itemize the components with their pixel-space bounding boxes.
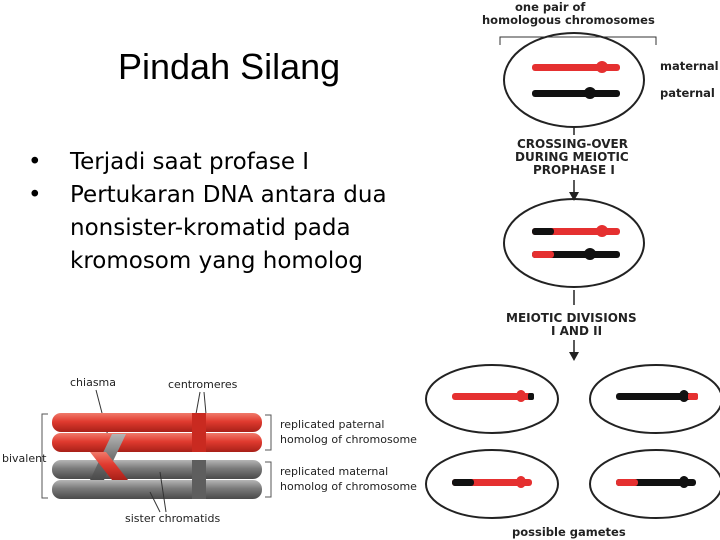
bullet-item: • Terjadi saat profase I (28, 146, 448, 179)
footer-possible-gametes: possible gametes (512, 525, 626, 539)
label-maternal-homolog-2: homolog of chromosome (280, 480, 417, 493)
centromere-paternal (192, 413, 206, 452)
bracket-maternal (265, 461, 272, 498)
chromosome-paternal (532, 90, 620, 97)
crossover-red-arm (90, 452, 128, 480)
chromatid-paternal-1 (52, 413, 262, 432)
gamete-cell-3 (425, 449, 559, 519)
pointer-sister-2 (159, 471, 167, 513)
gamete-1-chromosome (452, 393, 532, 400)
step1-line-2: DURING MEIOTIC (515, 150, 629, 164)
arrow-2-head-icon (569, 192, 579, 201)
arrow-4-head-icon (569, 352, 579, 361)
cell-after-crossover (503, 198, 645, 288)
gamete-1-black-tip (528, 393, 534, 400)
slide-title: Pindah Silang (118, 46, 341, 87)
meiosis-crossing-over-diagram: one pair of homologous chromosomes mater… (425, 0, 720, 539)
gamete-3-centromere (516, 476, 526, 488)
gamete-2-chromosome (616, 393, 696, 400)
gamete-4-red-arm (616, 479, 638, 486)
gamete-3-black-arm (452, 479, 474, 486)
bullet-list: • Terjadi saat profase I • Pertukaran DNA … (28, 146, 448, 278)
bracket-paternal (265, 414, 272, 451)
centromere-recombinant-1 (596, 225, 608, 237)
bullet-dot-icon: • (28, 182, 42, 208)
label-sister-chromatids: sister chromatids (125, 512, 220, 525)
step2-line-1: MEIOTIC DIVISIONS (506, 311, 637, 325)
header-line-2: homologous chromosomes (482, 13, 655, 27)
gamete-4-centromere (679, 476, 689, 488)
bullet-text: Terjadi saat profase I (70, 149, 310, 175)
bullet-text: Pertukaran DNA antara dua nonsister-krom… (70, 182, 387, 274)
label-paternal: paternal (660, 86, 715, 100)
pointer-centromere-2 (203, 391, 207, 415)
chromosome-recombinant-2 (532, 251, 620, 258)
chromatid-paternal-2 (52, 433, 262, 452)
label-paternal-homolog-2: homolog of chromosome (280, 433, 417, 446)
chromosome-recombinant-1-black-tip (532, 228, 554, 235)
step1-line-1: CROSSING-OVER (517, 137, 628, 151)
pointer-sister (149, 491, 161, 513)
label-chiasma: chiasma (70, 376, 116, 389)
gamete-2-red-tip (688, 393, 698, 400)
gamete-cell-4 (589, 449, 720, 519)
label-centromeres: centromeres (168, 378, 238, 391)
bullet-dot-icon: • (28, 149, 42, 175)
gamete-2-centromere (679, 390, 689, 402)
label-bivalent: bivalent (2, 452, 47, 465)
gamete-cell-2 (589, 364, 720, 434)
step2-line-2: I AND II (551, 324, 602, 338)
bullet-item: • Pertukaran DNA antara dua nonsister-kro… (28, 179, 448, 278)
centromere-maternal (192, 460, 206, 499)
label-maternal-homolog-1: replicated maternal (280, 465, 388, 478)
bracket-bivalent (41, 413, 48, 499)
chromatid-maternal-1 (52, 460, 262, 479)
cell-homologous-pair (503, 32, 645, 128)
centromere-paternal-top (584, 87, 596, 99)
step1-line-3: PROPHASE I (533, 163, 615, 177)
header-bracket (499, 36, 657, 45)
centromere-maternal-top (596, 61, 608, 73)
gamete-cell-1 (425, 364, 559, 434)
gamete-1-centromere (516, 390, 526, 402)
bivalent-diagram: chiasma centromeres bivalent replicated … (2, 376, 417, 525)
centromere-recombinant-2 (584, 248, 596, 260)
label-paternal-homolog-1: replicated paternal (280, 418, 384, 431)
label-maternal: maternal (660, 59, 719, 73)
pointer-centromere-1 (195, 391, 201, 415)
header-line-1: one pair of (515, 0, 586, 14)
chromosome-recombinant-2-red-tip (532, 251, 554, 258)
chromatid-maternal-2 (52, 480, 262, 499)
